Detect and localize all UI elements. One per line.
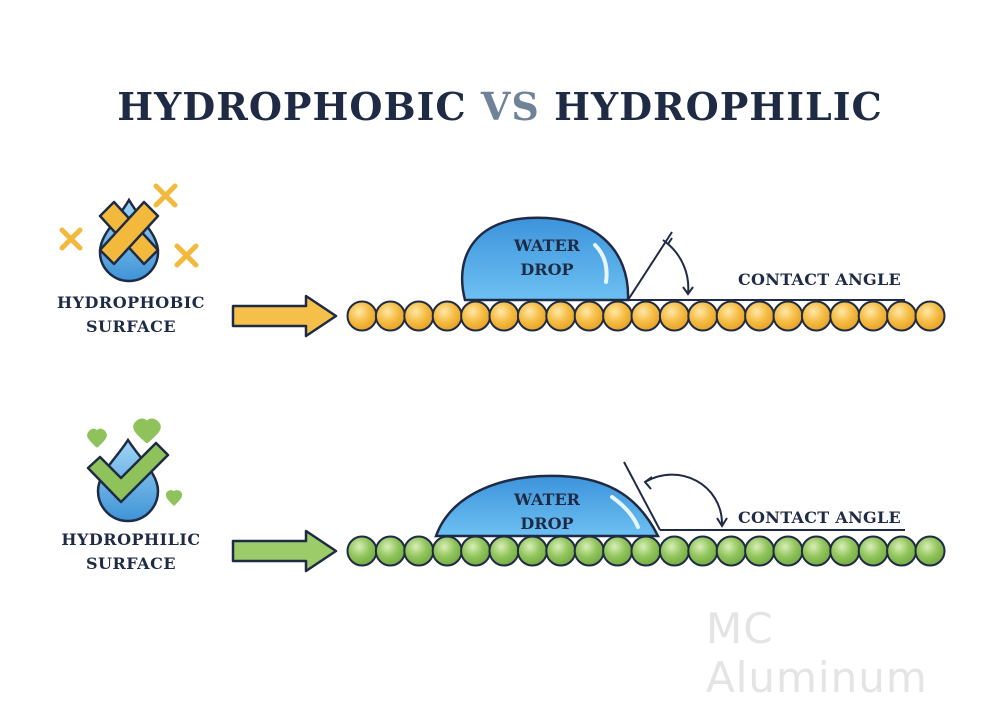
title-right: HYDROPHILIC [554, 84, 883, 129]
drop-label-line: WATER [514, 236, 580, 255]
surface-bead [715, 300, 747, 332]
surface-bead [744, 535, 776, 567]
label-line: HYDROPHILIC [61, 530, 201, 549]
surface-bead [602, 300, 634, 332]
label-line: SURFACE [85, 554, 177, 573]
surface-bead [886, 535, 918, 567]
surface-bead [658, 300, 690, 332]
surface-bead [687, 300, 719, 332]
diagram-canvas [59, 183, 946, 573]
surface-bead [374, 300, 406, 332]
water-drop-hydrophilic [434, 474, 661, 538]
label-line: SURFACE [85, 317, 177, 336]
surface-bead [914, 535, 946, 567]
drop-label-line: DROP [520, 260, 574, 279]
surface-bead [857, 535, 889, 567]
drop-highlight [593, 243, 609, 284]
water-drop-hydrophobic [460, 216, 630, 302]
surface-bead [346, 535, 378, 567]
water-drop-label: WATER DROP [487, 488, 607, 536]
contact-angle-label: CONTACT ANGLE [738, 270, 902, 289]
surface-bead [488, 300, 520, 332]
check-icon [86, 441, 170, 504]
surface-bead [545, 300, 577, 332]
title-left: HYDROPHOBIC [117, 84, 467, 129]
hydrophobic-surface-label: HYDROPHOBIC SURFACE [36, 291, 226, 339]
surface-bead [460, 300, 492, 332]
drop-label-line: WATER [514, 490, 580, 509]
surface-bead [403, 535, 435, 567]
surface-bead [573, 300, 605, 332]
surface-bead [545, 535, 577, 567]
watermark: MC Aluminum [706, 604, 928, 702]
surface-bead [488, 535, 520, 567]
hydrophilic-surface-beads [346, 535, 946, 567]
heart-icon [165, 490, 183, 506]
heart-icon [133, 418, 161, 443]
surface-bead [602, 535, 634, 567]
hydrophobic-icon [59, 183, 199, 283]
surface-bead [829, 535, 861, 567]
drop-label-line: DROP [520, 514, 574, 533]
contact-angle-indicator [627, 231, 905, 301]
surface-bead [431, 535, 463, 567]
surface-bead [630, 535, 662, 567]
right-arrow-icon [231, 294, 338, 338]
surface-bead [630, 300, 662, 332]
water-drop-label: WATER DROP [487, 234, 607, 282]
hydrophilic-surface-label: HYDROPHILIC SURFACE [36, 528, 226, 576]
surface-bead [772, 300, 804, 332]
surface-bead [516, 300, 548, 332]
label-line: HYDROPHOBIC [57, 293, 205, 312]
surface-bead [914, 300, 946, 332]
surface-bead [516, 535, 548, 567]
cross-icon [98, 200, 160, 266]
cross-mark-icon [59, 227, 83, 251]
surface-bead [658, 535, 690, 567]
surface-bead [715, 535, 747, 567]
surface-bead [573, 535, 605, 567]
surface-bead [403, 300, 435, 332]
heart-icon [87, 428, 107, 448]
surface-bead [829, 300, 861, 332]
hydrophobic-surface-beads [346, 300, 946, 332]
hydrophilic-icon [86, 418, 183, 523]
surface-bead [857, 300, 889, 332]
surface-bead [346, 300, 378, 332]
title-vs: VS [480, 84, 540, 129]
surface-bead [687, 535, 719, 567]
contact-angle-label: CONTACT ANGLE [738, 508, 902, 527]
cross-mark-icon [174, 243, 199, 268]
surface-bead [800, 535, 832, 567]
contact-angle-indicator [623, 461, 905, 531]
surface-bead [800, 300, 832, 332]
surface-bead [744, 300, 776, 332]
right-arrow-icon [231, 529, 338, 573]
surface-bead [772, 535, 804, 567]
surface-bead [374, 535, 406, 567]
drop-highlight [610, 495, 640, 529]
cross-mark-icon [153, 183, 178, 208]
surface-bead [431, 300, 463, 332]
surface-bead [886, 300, 918, 332]
surface-bead [460, 535, 492, 567]
page-title: HYDROPHOBIC VS HYDROPHILIC [0, 84, 1000, 129]
